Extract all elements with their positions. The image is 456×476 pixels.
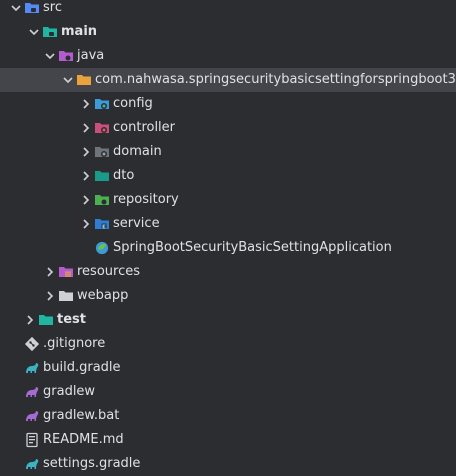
tree-item-gradlew-bat[interactable]: gradlew.bat: [0, 404, 456, 428]
tree-item-readme[interactable]: README.md: [0, 428, 456, 452]
tree-item-label: README.md: [43, 432, 124, 447]
markdown-file-icon: [24, 432, 40, 448]
tree-item-label: test: [57, 312, 86, 327]
controller-folder-icon: [94, 120, 110, 136]
tree-item-test[interactable]: test: [0, 308, 456, 332]
tree-item-label: controller: [113, 120, 176, 135]
folder-icon: [42, 24, 58, 40]
chevron-right-icon[interactable]: [78, 216, 94, 232]
tree-item-label: webapp: [77, 288, 129, 303]
gradle-wrapper-icon: [24, 384, 40, 400]
tree-item-webapp[interactable]: webapp: [0, 284, 456, 308]
chevron-right-icon[interactable]: [78, 96, 94, 112]
tree-item-java[interactable]: java: [0, 44, 456, 68]
tree-item-label: dto: [113, 168, 135, 183]
tree-item-label: SpringBootSecurityBasicSettingApplicatio…: [113, 240, 392, 255]
tree-item-settings-gradle[interactable]: settings.gradle: [0, 452, 456, 476]
chevron-right-icon[interactable]: [78, 192, 94, 208]
tree-item-label: gradlew: [43, 384, 96, 399]
tree-item-label: repository: [113, 192, 179, 207]
chevron-down-icon[interactable]: [8, 0, 24, 16]
tree-item-label: settings.gradle: [43, 456, 141, 471]
tree-item-label: main: [61, 24, 98, 39]
test-folder-icon: [38, 312, 54, 328]
source-folder-icon: [24, 0, 40, 16]
tree-item-label: .gitignore: [43, 336, 106, 351]
tree-item-repository[interactable]: repository: [0, 188, 456, 212]
resources-folder-icon: [58, 264, 74, 280]
gradle-icon: [24, 456, 40, 472]
config-folder-icon: [94, 96, 110, 112]
tree-item-gitignore[interactable]: .gitignore: [0, 332, 456, 356]
chevron-down-icon[interactable]: [60, 72, 76, 88]
tree-item-controller[interactable]: controller: [0, 116, 456, 140]
tree-item-build-gradle[interactable]: build.gradle: [0, 356, 456, 380]
tree-item-domain[interactable]: domain: [0, 140, 456, 164]
tree-item-resources[interactable]: resources: [0, 260, 456, 284]
dto-folder-icon: [94, 168, 110, 184]
gradle-icon: [24, 360, 40, 376]
chevron-right-icon[interactable]: [78, 168, 94, 184]
package-folder-icon: [76, 72, 92, 88]
git-icon: [24, 336, 40, 352]
service-folder-icon: [94, 216, 110, 232]
tree-item-label: java: [77, 48, 105, 63]
chevron-right-icon[interactable]: [42, 264, 58, 280]
spring-boot-class-icon: [94, 240, 110, 256]
tree-item-label: com.nahwasa.springsecuritybasicsettingfo…: [95, 72, 456, 87]
chevron-down-icon[interactable]: [26, 24, 42, 40]
tree-item-label: resources: [77, 264, 141, 279]
gradle-wrapper-icon: [24, 408, 40, 424]
chevron-down-icon[interactable]: [42, 48, 58, 64]
tree-item-package[interactable]: com.nahwasa.springsecuritybasicsettingfo…: [0, 68, 456, 92]
tree-item-label: gradlew.bat: [43, 408, 120, 423]
folder-icon: [58, 288, 74, 304]
tree-item-config[interactable]: config: [0, 92, 456, 116]
tree-item-application-class[interactable]: SpringBootSecurityBasicSettingApplicatio…: [0, 236, 456, 260]
domain-folder-icon: [94, 144, 110, 160]
tree-item-label: build.gradle: [43, 360, 121, 375]
tree-item-service[interactable]: service: [0, 212, 456, 236]
source-root-folder-icon: [58, 48, 74, 64]
tree-item-label: service: [113, 216, 160, 231]
tree-item-dto[interactable]: dto: [0, 164, 456, 188]
chevron-right-icon[interactable]: [22, 312, 38, 328]
tree-item-label: config: [113, 96, 153, 111]
chevron-right-icon[interactable]: [42, 288, 58, 304]
tree-item-src[interactable]: src: [0, 0, 456, 20]
tree-item-label: domain: [113, 144, 162, 159]
tree-item-main[interactable]: main: [0, 20, 456, 44]
tree-item-label: src: [43, 0, 62, 15]
chevron-right-icon[interactable]: [78, 120, 94, 136]
repository-folder-icon: [94, 192, 110, 208]
chevron-right-icon[interactable]: [78, 144, 94, 160]
tree-item-gradlew[interactable]: gradlew: [0, 380, 456, 404]
